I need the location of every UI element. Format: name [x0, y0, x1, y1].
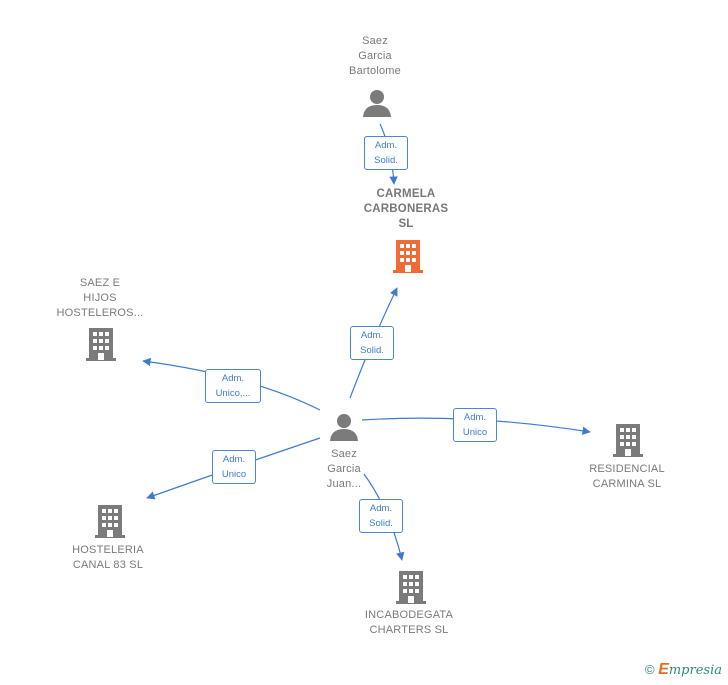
- node-label-carmela[interactable]: CARMELA CARBONERAS SL: [363, 188, 449, 230]
- node-label-residencial[interactable]: RESIDENCIAL CARMINA SL: [589, 463, 665, 490]
- edge-label-juan-saez-hijos: Adm. Unico,...: [205, 369, 261, 403]
- node-label-hosteleria[interactable]: HOSTELERIA CANAL 83 SL: [72, 544, 144, 571]
- person-icon[interactable]: [329, 412, 359, 442]
- building-icon[interactable]: [391, 238, 425, 274]
- copyright-symbol: ©: [644, 662, 655, 677]
- node-label-juan[interactable]: Saez Garcia Juan...: [326, 448, 362, 490]
- edge-label-bartolome-carmela: Adm. Solid.: [364, 136, 408, 170]
- building-icon[interactable]: [611, 422, 645, 458]
- brand-initial: E: [658, 661, 669, 678]
- edge-label-juan-carmela: Adm. Solid.: [350, 326, 394, 360]
- building-icon[interactable]: [394, 569, 428, 605]
- edge-label-juan-hosteleria: Adm. Unico: [212, 450, 256, 484]
- empresia-logo: © Empresia: [645, 661, 722, 679]
- building-icon[interactable]: [93, 503, 127, 539]
- building-icon[interactable]: [84, 326, 118, 362]
- person-icon[interactable]: [362, 88, 392, 118]
- node-label-incabodegata[interactable]: INCABODEGATA CHARTERS SL: [364, 609, 454, 636]
- brand-name: mpresia: [668, 663, 722, 678]
- edge-label-juan-residencial: Adm. Unico: [453, 408, 497, 442]
- edge-label-juan-incabodegata: Adm. Solid.: [359, 499, 403, 533]
- node-label-bartolome[interactable]: Saez Garcia Bartolome: [349, 35, 401, 77]
- node-label-saez-hijos[interactable]: SAEZ E HIJOS HOSTELEROS...: [56, 277, 144, 319]
